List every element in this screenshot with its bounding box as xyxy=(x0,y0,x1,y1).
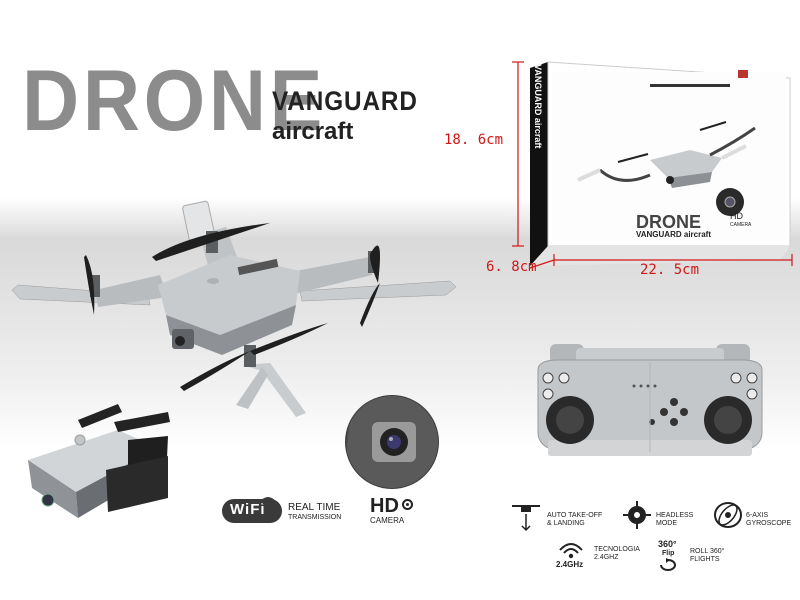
feature-gyro-line1: 6-AXIS xyxy=(746,512,769,519)
folded-body-side xyxy=(28,460,78,518)
box-side-tagline: aircraft xyxy=(533,117,543,149)
box-depth-label: 6. 8cm xyxy=(486,259,537,275)
box-width-label: 22. 5cm xyxy=(640,262,700,278)
feature-roll-line2: FLIGHTS xyxy=(690,556,720,563)
box-hd-label: HD xyxy=(730,211,743,221)
brand-tagline: aircraft xyxy=(272,118,354,145)
box-brand-title: DRONE xyxy=(636,212,702,232)
headless-mode-icon xyxy=(623,501,651,529)
wifi-badge: WiFi xyxy=(222,497,282,523)
left-propeller xyxy=(84,255,95,315)
front-leg xyxy=(242,363,306,417)
right-propeller-a xyxy=(370,245,380,283)
box-height-label: 18. 6cm xyxy=(444,132,504,148)
flip-icon xyxy=(660,558,676,571)
folded-camera xyxy=(41,493,55,507)
box-camera-label: CAMERA xyxy=(730,222,752,228)
hd-label: HD xyxy=(370,495,399,517)
drone-body-side xyxy=(166,305,296,355)
box-brand-tagline: aircraft xyxy=(683,230,711,239)
feature-roll-line1: ROLL 360° xyxy=(690,548,725,555)
brand-subtitle: VANGUARD xyxy=(272,86,418,116)
signal-caption: 2.4GHz xyxy=(556,560,584,569)
depth-dim-line xyxy=(529,259,555,269)
feature-tech-line2: 2.4GHZ xyxy=(594,554,619,561)
box-side-face xyxy=(530,62,548,266)
drone-takeoff-icon xyxy=(512,505,540,532)
folded-body-top xyxy=(28,430,158,492)
transmission-label: TRANSMISSION xyxy=(288,514,342,521)
feature-tech-line1: TECNOLOGIA xyxy=(594,546,640,553)
remote-controller-image xyxy=(537,344,763,456)
drone-body-top xyxy=(158,255,300,335)
rear-propeller xyxy=(152,223,270,261)
gyroscope-icon xyxy=(714,502,742,528)
left-arm xyxy=(95,275,168,307)
feature-headless-line1: HEADLESS xyxy=(656,512,694,519)
box-brand-subtitle: VANGUARD xyxy=(636,230,682,239)
flip-caption-word: Flip xyxy=(662,550,675,557)
right-propeller-b xyxy=(360,283,380,327)
wifi-label: WiFi xyxy=(230,501,266,518)
feature-takeoff-line1: AUTO TAKE-OFF xyxy=(547,512,603,519)
feature-takeoff-line2: & LANDING xyxy=(547,520,585,527)
box-side-brand: VANGUARD xyxy=(533,64,543,116)
hd-camera-label: CAMERA xyxy=(370,516,405,525)
camera-lens-icon xyxy=(402,499,413,510)
feature-gyro-line2: GYROSCOPE xyxy=(746,520,792,527)
right-leg xyxy=(299,280,457,302)
right-arm xyxy=(285,257,372,295)
flip-caption-deg: 360° xyxy=(658,539,677,549)
folded-drone-image xyxy=(28,404,170,518)
front-propeller-b xyxy=(250,323,328,355)
box-drone-image xyxy=(577,121,756,188)
feature-headless-line2: MODE xyxy=(656,520,677,527)
front-propeller-a xyxy=(180,351,250,391)
realtime-label: REAL TIME xyxy=(288,502,341,513)
box-logo xyxy=(738,70,748,78)
signal-icon xyxy=(559,543,583,559)
camera-closeup xyxy=(345,395,439,489)
product-box-illustration xyxy=(512,61,793,269)
main-drone-image xyxy=(11,200,457,417)
folded-prop-top xyxy=(78,404,122,428)
brand-title: DRONE xyxy=(22,53,327,149)
wifi-icon xyxy=(259,497,277,505)
box-bottom-edge xyxy=(530,246,790,266)
